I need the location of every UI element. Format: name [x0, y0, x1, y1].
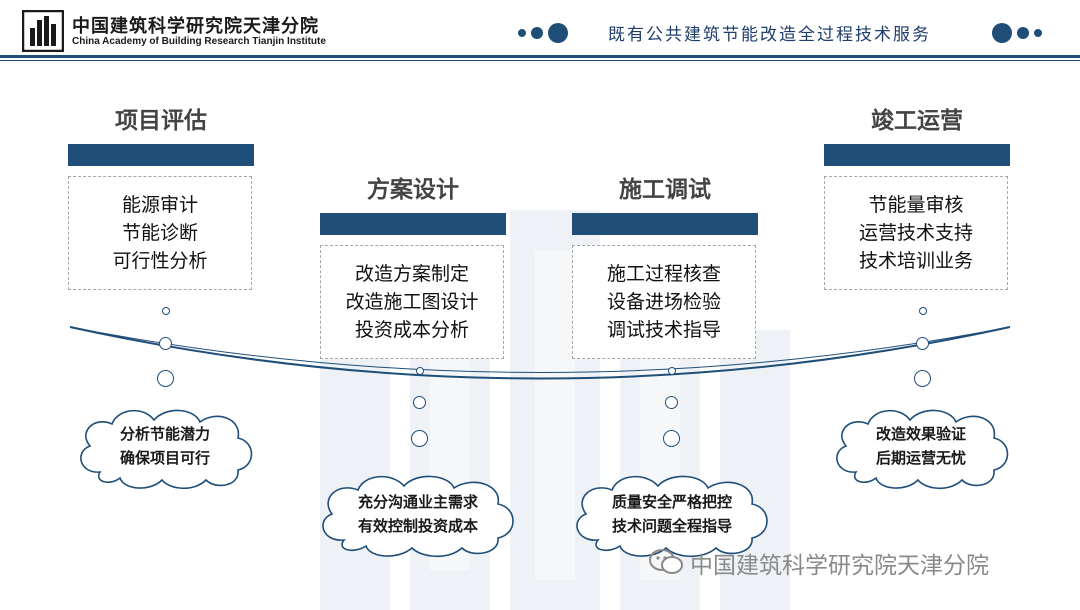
stage-title-design: 方案设计 [367, 177, 459, 203]
stage-title-assessment: 项目评估 [115, 108, 207, 134]
cloud-line: 充分沟通业主需求 [357, 493, 478, 511]
cloud-shape-operation [836, 409, 1009, 490]
cloud-text-construction: 质量安全严格把控 技术问题全程指导 [576, 490, 768, 538]
cloud-line: 改造效果验证 [875, 425, 966, 443]
header-title: 既有公共建筑节能改造全过程技术服务 [608, 25, 931, 45]
thought-bubble-medium [413, 396, 426, 409]
cloud-line: 后期运营无忧 [875, 449, 966, 467]
thought-bubble-large [157, 370, 174, 387]
header-dot-medium [531, 27, 543, 39]
stage-item: 改造施工图设计 [345, 291, 479, 313]
stage-title-operation: 竣工运营 [871, 108, 963, 134]
cloud-line: 有效控制投资成本 [357, 517, 478, 535]
thought-bubble-large [663, 430, 680, 447]
cloud-text-operation: 改造效果验证 后期运营无忧 [836, 422, 1006, 470]
stage-item: 施工过程核查 [606, 263, 721, 285]
org-name-en: China Academy of Building Research Tianj… [72, 36, 326, 47]
thought-bubble-medium [159, 337, 172, 350]
header-dot-large-right [992, 23, 1012, 43]
cloud-shape-assessment [80, 409, 253, 490]
stage-title-construction: 施工调试 [619, 177, 711, 203]
stage-bar-operation [824, 144, 1010, 166]
thought-bubble-large [411, 430, 428, 447]
stage-box-construction: 施工过程核查 设备进场检验 调试技术指导 [572, 245, 756, 359]
stage-item: 设备进场检验 [606, 291, 721, 313]
thought-bubble-medium [665, 396, 678, 409]
thought-bubble-small [919, 307, 927, 315]
stage-item: 改造方案制定 [354, 263, 469, 285]
stage-item: 调试技术指导 [606, 319, 721, 341]
stage-item: 节能诊断 [121, 222, 198, 244]
footer-watermark: 中国建筑科学研究院天津分院 [690, 553, 989, 579]
cloud-text-design: 充分沟通业主需求 有效控制投资成本 [322, 490, 514, 538]
stage-box-design: 改造方案制定 改造施工图设计 投资成本分析 [320, 245, 504, 359]
header-divider-thin [0, 60, 1080, 61]
header-dot-small [518, 29, 526, 37]
header-dot-medium-right [1017, 27, 1029, 39]
cloud-line: 分析节能潜力 [119, 425, 210, 443]
org-name-cn: 中国建筑科学研究院天津分院 [72, 16, 319, 37]
cloud-shape-construction [576, 475, 768, 558]
stage-bar-construction [572, 213, 758, 235]
header-dot-small-right [1034, 29, 1042, 37]
stage-item: 节能量审核 [868, 194, 964, 216]
thought-bubble-small [162, 307, 170, 315]
stage-box-operation: 节能量审核 运营技术支持 技术培训业务 [824, 176, 1008, 290]
header-dot-large [548, 23, 568, 43]
cloud-shape-design [322, 475, 514, 558]
stage-item: 可行性分析 [112, 250, 208, 272]
wechat-icon [649, 549, 683, 574]
stage-box-assessment: 能源审计 节能诊断 可行性分析 [68, 176, 252, 290]
stage-item: 运营技术支持 [858, 222, 973, 244]
header-divider-thick [0, 55, 1080, 58]
cloud-line: 确保项目可行 [119, 449, 210, 467]
cloud-line: 质量安全严格把控 [611, 493, 732, 511]
stage-item: 投资成本分析 [354, 319, 469, 341]
thought-bubble-medium [916, 337, 929, 350]
building-logo-icon [22, 10, 64, 52]
stage-item: 技术培训业务 [858, 250, 973, 272]
stage-item: 能源审计 [121, 194, 198, 216]
cloud-line: 技术问题全程指导 [611, 517, 732, 535]
thought-bubble-small [668, 367, 676, 375]
thought-bubble-small [416, 367, 424, 375]
thought-bubble-large [914, 370, 931, 387]
cloud-text-assessment: 分析节能潜力 确保项目可行 [80, 422, 250, 470]
stage-bar-assessment [68, 144, 254, 166]
stage-bar-design [320, 213, 506, 235]
